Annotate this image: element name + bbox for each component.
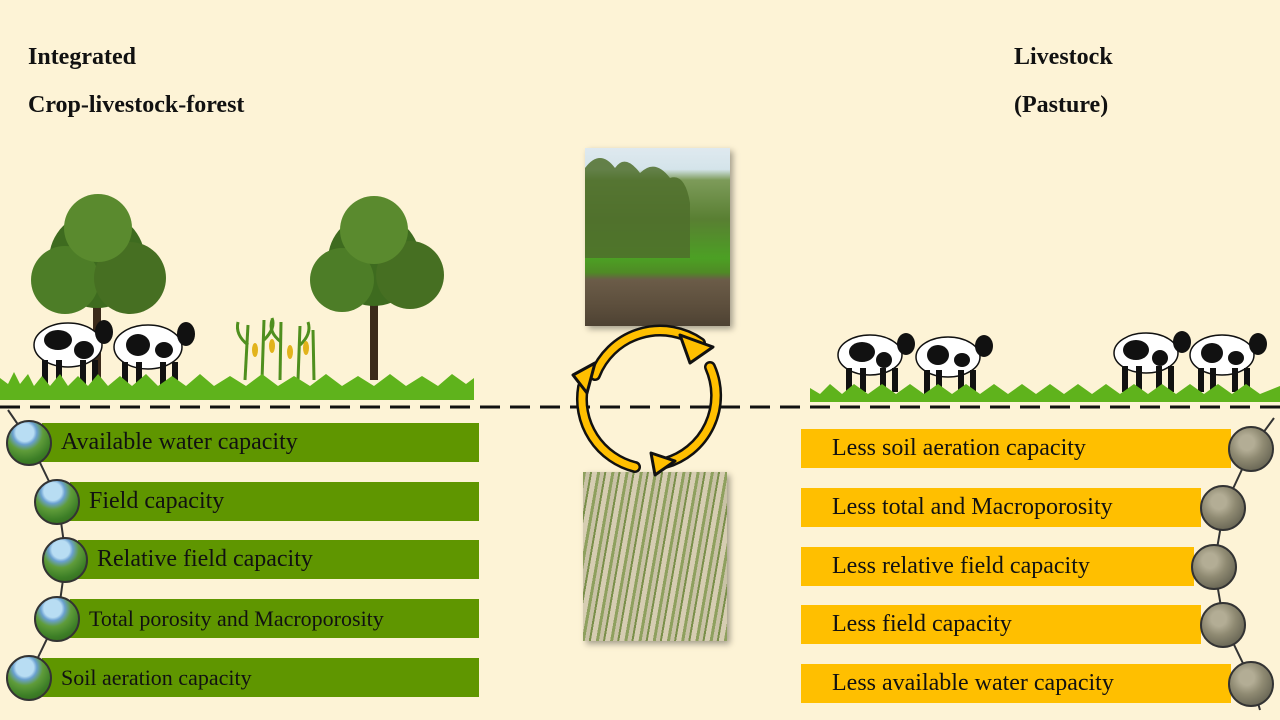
soil-texture-icon bbox=[1228, 661, 1274, 707]
pasture-grass-photo bbox=[583, 472, 727, 641]
left-title-line2: Crop-livestock-forest bbox=[28, 92, 245, 118]
soil-texture-icon bbox=[1200, 485, 1246, 531]
soil-texture-icon bbox=[1191, 544, 1237, 590]
grass-sky-icon bbox=[34, 596, 80, 642]
cow-icon bbox=[33, 320, 113, 386]
cow-icon bbox=[837, 333, 915, 392]
right-item-label: Less total and Macroporosity bbox=[832, 494, 1113, 520]
cow-icon bbox=[113, 322, 195, 386]
corn-icon bbox=[236, 317, 316, 381]
arrow-head-icon bbox=[571, 361, 597, 395]
tree-icon bbox=[310, 196, 444, 380]
cow-icon bbox=[1113, 331, 1191, 392]
cycle-arrows bbox=[571, 324, 723, 477]
left-item-total-porosity: Total porosity and Macroporosity bbox=[70, 599, 479, 638]
left-item-label: Available water capacity bbox=[61, 429, 298, 455]
dashed-separator-line bbox=[0, 405, 1280, 409]
left-scene-illustration bbox=[0, 194, 474, 400]
right-scene-illustration bbox=[810, 331, 1280, 402]
left-item-label: Soil aeration capacity bbox=[61, 664, 252, 690]
grass-sky-icon bbox=[42, 537, 88, 583]
right-item-less-total-macroporosity: Less total and Macroporosity bbox=[801, 488, 1201, 527]
right-title-line1: Livestock bbox=[1014, 44, 1113, 70]
grass-strip bbox=[0, 372, 474, 400]
tree-icon bbox=[31, 194, 166, 380]
right-item-label: Less relative field capacity bbox=[832, 553, 1090, 579]
cow-icon bbox=[915, 335, 993, 394]
left-item-label: Field capacity bbox=[89, 488, 225, 514]
soil-profile-photo bbox=[585, 148, 730, 326]
corn-cob-icon bbox=[252, 339, 309, 359]
right-item-label: Less soil aeration capacity bbox=[832, 435, 1086, 461]
soil-texture-icon bbox=[1200, 602, 1246, 648]
left-item-label: Relative field capacity bbox=[97, 546, 313, 572]
arrow-head-icon bbox=[649, 451, 677, 477]
right-title-line2: (Pasture) bbox=[1014, 92, 1109, 118]
left-title-line1: Integrated bbox=[28, 44, 136, 70]
left-item-soil-aeration-capacity: Soil aeration capacity bbox=[42, 658, 479, 697]
grass-sky-icon bbox=[34, 479, 80, 525]
right-item-less-available-water-capacity: Less available water capacity bbox=[801, 664, 1231, 703]
soil-texture-icon bbox=[1228, 426, 1274, 472]
arrow-head-icon bbox=[678, 333, 715, 365]
right-item-label: Less field capacity bbox=[832, 611, 1012, 637]
grass-sky-icon bbox=[6, 655, 52, 701]
grass-strip bbox=[810, 384, 1280, 402]
right-item-less-field-capacity: Less field capacity bbox=[801, 605, 1201, 644]
grass-sky-icon bbox=[6, 420, 52, 466]
left-item-available-water-capacity: Available water capacity bbox=[42, 423, 479, 462]
left-item-label: Total porosity and Macroporosity bbox=[89, 605, 384, 631]
left-item-relative-field-capacity: Relative field capacity bbox=[78, 540, 479, 579]
right-item-less-soil-aeration-capacity: Less soil aeration capacity bbox=[801, 429, 1231, 468]
cow-icon bbox=[1189, 333, 1267, 392]
left-item-field-capacity: Field capacity bbox=[70, 482, 479, 521]
right-item-less-relative-field-capacity: Less relative field capacity bbox=[801, 547, 1194, 586]
right-item-label: Less available water capacity bbox=[832, 670, 1114, 696]
